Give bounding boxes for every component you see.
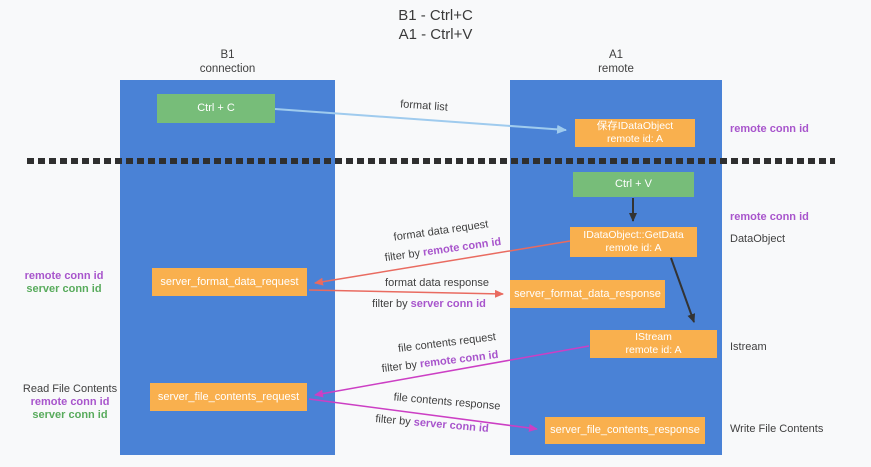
server-file-contents-response-label: server_file_contents_response bbox=[550, 424, 700, 436]
side-label-read-file-contents: Read File Contents bbox=[22, 383, 118, 395]
node-server-file-contents-request: server_file_contents_request bbox=[150, 383, 307, 411]
lane-a1-name: A1 bbox=[608, 49, 624, 61]
title-line-1: B1 - Ctrl+C bbox=[398, 7, 473, 24]
node-idataobject-getdata: IDataObject::GetData remote id: A bbox=[570, 227, 697, 257]
diagram-title: B1 - Ctrl+C A1 - Ctrl+V bbox=[0, 6, 871, 44]
node-ctrl-c: Ctrl + C bbox=[157, 94, 275, 123]
edge-label-filter-server-1: filter by server conn id bbox=[372, 298, 486, 310]
side-label-remote-conn-id-left-1: remote conn id bbox=[24, 270, 104, 282]
filter-value-server: server conn id bbox=[410, 298, 486, 310]
lane-b1-name: B1 bbox=[220, 49, 235, 61]
node-ctrl-v: Ctrl + V bbox=[573, 172, 694, 197]
edge-label-filter-server-2: filter by server conn id bbox=[375, 413, 489, 435]
arrow-format-data-response bbox=[308, 289, 504, 298]
ctrl-c-label: Ctrl + C bbox=[197, 102, 235, 114]
save-idataobject-line1: 保存IDataObject bbox=[596, 120, 674, 132]
server-format-data-response-label: server_format_data_response bbox=[514, 287, 661, 300]
lane-header-b1: B1 connection bbox=[120, 48, 335, 76]
filter-prefix: filter by bbox=[374, 413, 412, 429]
node-server-format-data-request: server_format_data_request bbox=[152, 268, 307, 296]
edge-label-format-data-response: format data response bbox=[385, 277, 489, 289]
side-label-remote-conn-id-left-2: remote conn id bbox=[30, 396, 110, 408]
side-label-server-conn-id-left-1: server conn id bbox=[26, 283, 102, 295]
istream-line2: remote id: A bbox=[625, 344, 682, 356]
edge-label-file-contents-response: file contents response bbox=[393, 391, 501, 413]
side-label-server-conn-id-left-2: server conn id bbox=[32, 409, 108, 421]
getdata-line2: remote id: A bbox=[605, 242, 662, 254]
server-format-data-request-label: server_format_data_request bbox=[160, 275, 299, 288]
node-server-file-contents-response: server_file_contents_response bbox=[545, 417, 705, 444]
side-label-block-file-request: Read File Contents remote conn id server… bbox=[17, 383, 123, 422]
filter-value-server: server conn id bbox=[413, 416, 490, 435]
save-idataobject-line2: remote id: A bbox=[606, 133, 664, 145]
filter-value-remote: remote conn id bbox=[419, 348, 499, 371]
side-label-istream: Istream bbox=[730, 341, 767, 353]
node-istream: IStream remote id: A bbox=[590, 330, 717, 358]
side-label-write-file-contents: Write File Contents bbox=[730, 423, 824, 435]
istream-line1: IStream bbox=[635, 331, 672, 343]
lane-a1-subtitle: remote bbox=[598, 63, 634, 75]
filter-prefix: filter by bbox=[381, 358, 418, 376]
filter-prefix: filter by bbox=[372, 298, 408, 310]
side-label-remote-conn-id-top: remote conn id bbox=[730, 123, 809, 135]
getdata-line1: IDataObject::GetData bbox=[583, 229, 684, 241]
title-line-2: A1 - Ctrl+V bbox=[398, 26, 473, 43]
side-label-remote-conn-id-mid: remote conn id bbox=[730, 211, 809, 223]
phase-separator-dashed-line bbox=[27, 158, 835, 164]
filter-prefix: filter by bbox=[384, 247, 421, 265]
node-server-format-data-response: server_format_data_response bbox=[510, 280, 665, 308]
edge-label-format-list: format list bbox=[399, 98, 449, 114]
side-label-dataobject: DataObject bbox=[730, 233, 786, 245]
filter-value-remote: remote conn id bbox=[422, 235, 502, 259]
node-save-idataobject: 保存IDataObject remote id: A bbox=[575, 119, 695, 147]
server-file-contents-request-label: server_file_contents_request bbox=[157, 390, 300, 403]
side-label-block-format-request: remote conn id server conn id bbox=[11, 270, 117, 296]
ctrl-v-label: Ctrl + V bbox=[615, 178, 652, 190]
lane-header-a1: A1 remote bbox=[510, 48, 722, 76]
lane-b1-subtitle: connection bbox=[199, 63, 256, 75]
